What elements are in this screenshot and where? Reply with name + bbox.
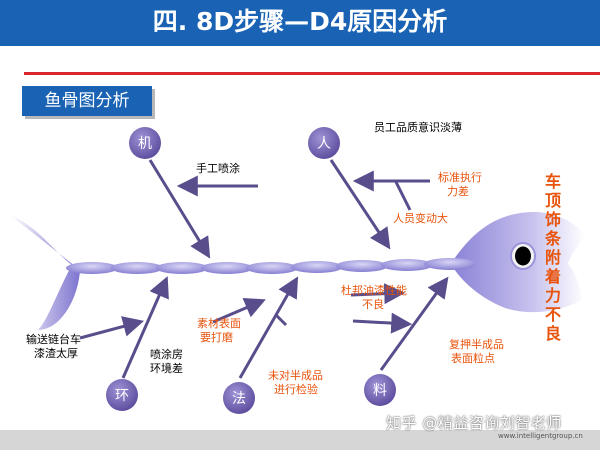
title-divider (24, 72, 600, 75)
cause-staff-turnover: 人员变动大 (393, 211, 448, 225)
watermark: 知乎 @精益咨询刘智老师 (386, 414, 562, 432)
bone-man (329, 159, 391, 250)
category-method: 法 (223, 382, 255, 414)
cause-oil-2: 不良 (362, 297, 384, 311)
cause-oil-1: 杜邦油漆性能 (341, 283, 407, 297)
fish-spine (66, 258, 476, 274)
category-machine-label: 机 (138, 136, 152, 152)
cause-inspect-2: 进行检验 (274, 382, 318, 396)
category-man: 人 (308, 127, 340, 159)
footer-bar (0, 430, 600, 450)
category-material-label: 料 (373, 383, 387, 399)
cause-hand-spray: 手工喷涂 (196, 161, 240, 175)
page-title: 四. 8D步骤—D4原因分析 (152, 7, 448, 36)
cause-chain-1: 输送链台车 (26, 332, 81, 346)
category-environment: 环 (106, 379, 138, 411)
fish-tail (10, 215, 80, 330)
section-label: 鱼骨图分析 (22, 86, 152, 116)
cause-surface-2: 要打磨 (200, 330, 233, 344)
sub-bone-dust (352, 312, 413, 334)
effect-char: 着 (544, 267, 561, 286)
effect-char: 饰 (544, 210, 561, 229)
effect-char: 条 (544, 229, 561, 248)
effect-label: 车 顶 饰 条 附 着 力 不 良 (541, 172, 565, 343)
cause-booth-1: 喷涂房 (150, 347, 183, 361)
cause-dust-2: 表面粒点 (451, 351, 495, 365)
effect-char: 车 (544, 172, 561, 191)
sub-bone-surface (212, 297, 266, 324)
sub-bone-turnover (393, 179, 412, 211)
category-man-label: 人 (317, 136, 331, 152)
category-material: 料 (364, 374, 396, 406)
cause-inspect-1: 未对半成品 (268, 368, 323, 382)
cause-chain-2: 漆渣太厚 (34, 346, 78, 360)
effect-char: 良 (544, 324, 561, 343)
sub-bone-oil (350, 283, 406, 305)
sub-bone-chain (79, 316, 145, 340)
bone-material (379, 276, 449, 371)
bone-method (238, 276, 299, 379)
cause-quality-awareness: 员工品质意识淡薄 (374, 120, 462, 134)
bone-environment (121, 276, 169, 379)
bone-machine (148, 159, 211, 259)
effect-char: 顶 (544, 191, 561, 210)
title-banner (0, 0, 600, 46)
footer-url: www.intelligentgroup.cn (498, 432, 583, 440)
cause-booth-2: 环境差 (150, 361, 183, 375)
category-environment-label: 环 (115, 388, 129, 404)
cause-std-execution-2: 力差 (447, 184, 469, 198)
category-method-label: 法 (232, 391, 246, 407)
effect-char: 不 (544, 305, 561, 324)
category-machine: 机 (129, 127, 161, 159)
effect-char: 附 (544, 248, 561, 267)
effect-char: 力 (544, 286, 561, 305)
cause-surface-1: 素材表面 (197, 316, 241, 330)
cause-dust-1: 复押半成品 (449, 337, 504, 351)
sub-bone-inspect (274, 313, 288, 327)
cause-std-execution-1: 标准执行 (438, 170, 482, 184)
